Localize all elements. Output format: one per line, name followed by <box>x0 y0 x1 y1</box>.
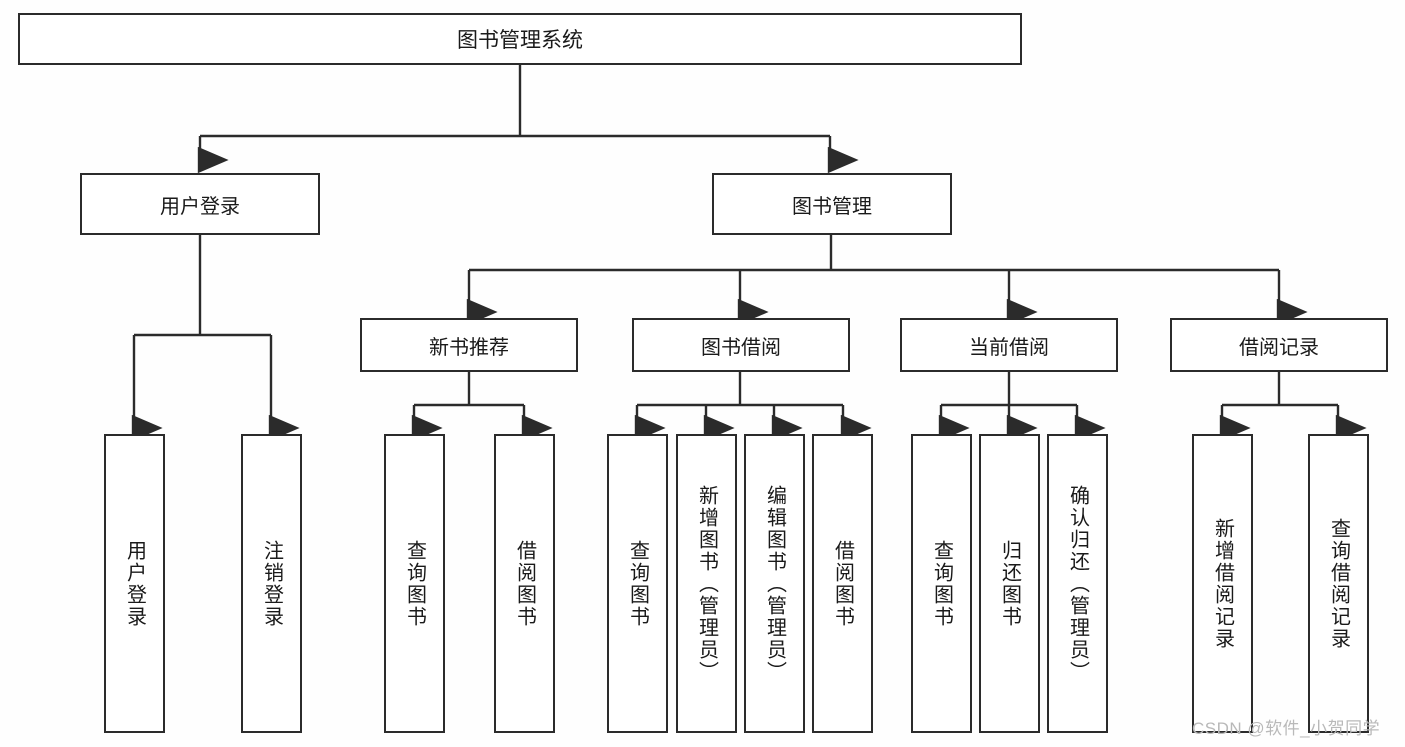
leaf-query-book-newbook[interactable]: 查询图书 <box>384 434 445 733</box>
node-label: 新增借阅记录 <box>1211 517 1234 650</box>
node-label: 查询借阅记录 <box>1327 517 1350 650</box>
wire-current-to-leaves <box>938 372 1106 442</box>
node-label: 新书推荐 <box>429 336 509 359</box>
node-label: 图书借阅 <box>701 336 781 359</box>
wire-root-to-level2 <box>197 65 859 174</box>
leaf-user-login[interactable]: 用户登录 <box>104 434 165 733</box>
node-current-borrow[interactable]: 当前借阅 <box>900 318 1118 372</box>
node-label: 确认归还（管理员） <box>1066 484 1089 683</box>
node-label: 借阅图书 <box>513 539 536 628</box>
wire-records-to-leaves <box>1219 372 1367 442</box>
node-label: 归还图书 <box>998 539 1021 628</box>
node-label: 图书管理系统 <box>457 29 583 52</box>
wire-bookmgmt-to-level3 <box>466 235 1308 326</box>
node-label: 新增图书（管理员） <box>695 484 718 683</box>
node-book-borrow[interactable]: 图书借阅 <box>632 318 850 372</box>
wire-borrow-to-leaves <box>634 372 872 442</box>
leaf-borrow-book-newbook[interactable]: 借阅图书 <box>494 434 555 733</box>
watermark: CSDN @软件_小贺同学 <box>1192 719 1381 738</box>
wire-newbook-to-leaves <box>411 372 553 442</box>
leaf-logout[interactable]: 注销登录 <box>241 434 302 733</box>
node-label: 用户登录 <box>160 195 240 218</box>
node-label: 用户登录 <box>123 539 146 628</box>
node-label: 注销登录 <box>260 539 283 628</box>
leaf-query-book-borrow[interactable]: 查询图书 <box>607 434 668 733</box>
node-label: 查询图书 <box>626 539 649 628</box>
node-label: 查询图书 <box>403 539 426 628</box>
node-root-book-management-system[interactable]: 图书管理系统 <box>18 13 1022 65</box>
leaf-edit-book-admin[interactable]: 编辑图书（管理员） <box>744 434 805 733</box>
node-label: 查询图书 <box>930 539 953 628</box>
leaf-confirm-return-admin[interactable]: 确认归还（管理员） <box>1047 434 1108 733</box>
leaf-query-borrow-record[interactable]: 查询借阅记录 <box>1308 434 1369 733</box>
node-label: 借阅记录 <box>1239 336 1319 359</box>
leaf-query-book-current[interactable]: 查询图书 <box>911 434 972 733</box>
node-label: 当前借阅 <box>969 336 1049 359</box>
node-user-login[interactable]: 用户登录 <box>80 173 320 235</box>
node-new-book-recommend[interactable]: 新书推荐 <box>360 318 578 372</box>
leaf-borrow-book[interactable]: 借阅图书 <box>812 434 873 733</box>
wire-userlogin-to-leaves <box>131 235 300 442</box>
node-borrow-records[interactable]: 借阅记录 <box>1170 318 1388 372</box>
leaf-add-borrow-record[interactable]: 新增借阅记录 <box>1192 434 1253 733</box>
node-label: 借阅图书 <box>831 539 854 628</box>
node-label: 编辑图书（管理员） <box>763 484 786 683</box>
node-book-management[interactable]: 图书管理 <box>712 173 952 235</box>
leaf-add-book-admin[interactable]: 新增图书（管理员） <box>676 434 737 733</box>
leaf-return-book[interactable]: 归还图书 <box>979 434 1040 733</box>
node-label: 图书管理 <box>792 195 872 218</box>
